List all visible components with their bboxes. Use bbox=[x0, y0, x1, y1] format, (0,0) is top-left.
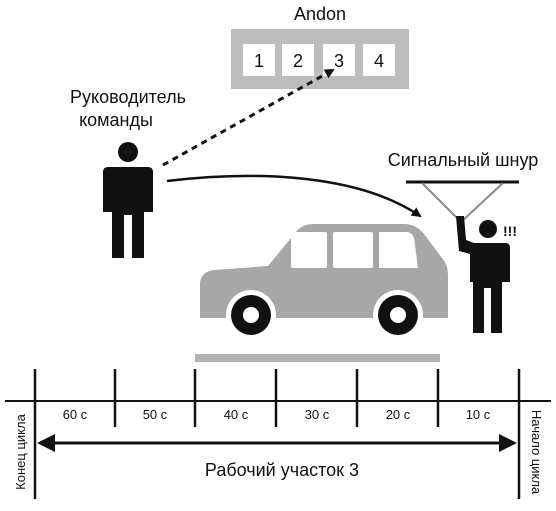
andon-title: Andon bbox=[294, 4, 346, 24]
cycle-start-label: Начало цикла bbox=[529, 410, 544, 495]
andon-cell: 4 bbox=[363, 44, 395, 76]
segment-label: 30 с bbox=[305, 407, 330, 422]
arrowhead-left-icon bbox=[37, 434, 55, 452]
car-window bbox=[291, 232, 327, 268]
andon-cell-label: 2 bbox=[293, 51, 303, 71]
andon-cell: 1 bbox=[243, 44, 275, 76]
car-platform bbox=[195, 354, 440, 362]
team-leader-label-line2: команды bbox=[79, 110, 153, 130]
car bbox=[200, 224, 448, 340]
andon-cell-label: 1 bbox=[254, 51, 264, 71]
workstation-label: Рабочий участок 3 bbox=[205, 460, 359, 480]
team-leader-label-line1: Руководитель bbox=[70, 87, 186, 107]
car-window bbox=[333, 232, 373, 268]
arrowhead-right-icon bbox=[499, 434, 517, 452]
andon-cell: 2 bbox=[282, 44, 314, 76]
car-window bbox=[379, 232, 418, 268]
segment-label: 20 с bbox=[386, 407, 411, 422]
segment-label: 60 с bbox=[63, 407, 88, 422]
team-leader-figure bbox=[103, 142, 153, 258]
signal-cord-label: Сигнальный шнур bbox=[388, 150, 539, 170]
segment-label: 50 с bbox=[143, 407, 168, 422]
curved-response-arrow bbox=[166, 174, 422, 218]
andon-cell-label: 3 bbox=[334, 51, 344, 71]
operator-figure bbox=[456, 216, 510, 333]
andon-cell-label: 4 bbox=[374, 51, 384, 71]
cycle-end-label: Конец цикла bbox=[13, 413, 28, 489]
segment-label: 10 с bbox=[466, 407, 491, 422]
alert-marks: !!! bbox=[503, 223, 517, 239]
segment-label: 40 с bbox=[224, 407, 249, 422]
